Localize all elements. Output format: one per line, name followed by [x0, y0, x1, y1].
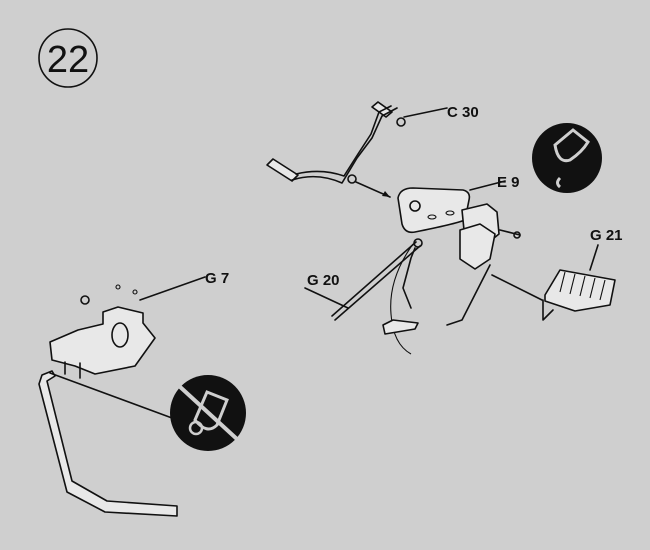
- part-g7-bracket: G 7: [38, 270, 229, 517]
- part-c30-handlebar: C 30: [266, 101, 479, 198]
- glue-tube-icon: [532, 123, 602, 193]
- label-g7: G 7: [205, 270, 229, 287]
- part-e9-seat: E 9 G 20: [304, 174, 543, 355]
- part-g21-pedal: G 21: [542, 227, 623, 321]
- label-g21: G 21: [590, 227, 623, 244]
- label-c30: C 30: [447, 104, 479, 121]
- no-glue-icon: [170, 375, 246, 451]
- label-e9: E 9: [497, 174, 520, 191]
- step-number: 22: [47, 39, 89, 81]
- label-g20: G 20: [307, 272, 340, 289]
- step-number-badge: 22: [38, 28, 98, 88]
